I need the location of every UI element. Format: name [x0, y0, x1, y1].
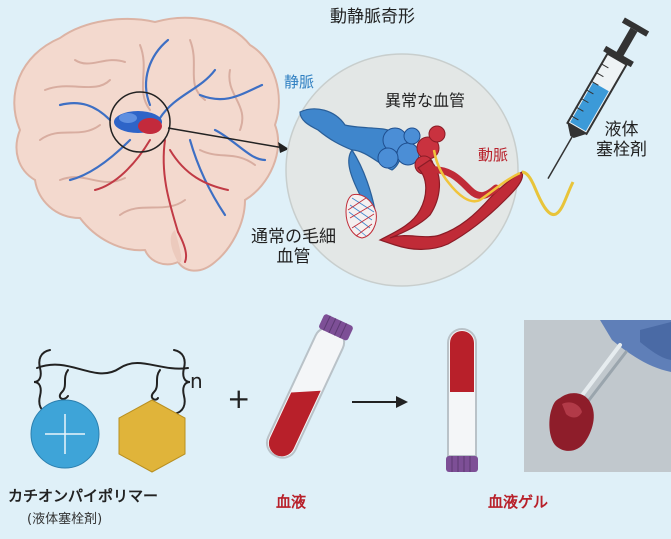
- syringe-icon: [534, 16, 651, 186]
- right-arrow-icon: [352, 396, 408, 408]
- brain-illustration: [14, 18, 279, 271]
- blood-gel-label: 血液ゲル: [488, 494, 548, 511]
- embolic-label-line1: 液体: [596, 121, 647, 141]
- abnormal-vessels-label: 異常な血管: [385, 92, 465, 110]
- cation-circle-icon: [31, 400, 99, 468]
- capillary-label-line2: 血管: [251, 248, 336, 268]
- plus-sign: +: [227, 383, 250, 415]
- blood-tube-icon: [261, 313, 353, 462]
- embolic-label-line2: 塞栓剤: [596, 141, 647, 161]
- blood-label: 血液: [276, 494, 306, 511]
- diagram-title: 動静脈奇形: [330, 8, 415, 28]
- polymer-label: カチオンパイポリマー: [8, 488, 158, 505]
- vein-label: 静脈: [284, 74, 314, 91]
- artery-label: 動脈: [478, 147, 508, 164]
- polymer-sublabel: (液体塞栓剤): [27, 513, 102, 528]
- capillary-label: 通常の毛細 血管: [251, 228, 336, 267]
- catheter-line: [522, 172, 573, 215]
- gel-tube-icon: [446, 329, 478, 472]
- capillary-label-line1: 通常の毛細: [251, 228, 336, 248]
- embolic-agent-label: 液体 塞栓剤: [596, 121, 647, 160]
- blood-gel-photo: [524, 320, 671, 472]
- anion-hexagon-icon: [119, 400, 185, 472]
- repeat-unit-label: n: [190, 370, 203, 393]
